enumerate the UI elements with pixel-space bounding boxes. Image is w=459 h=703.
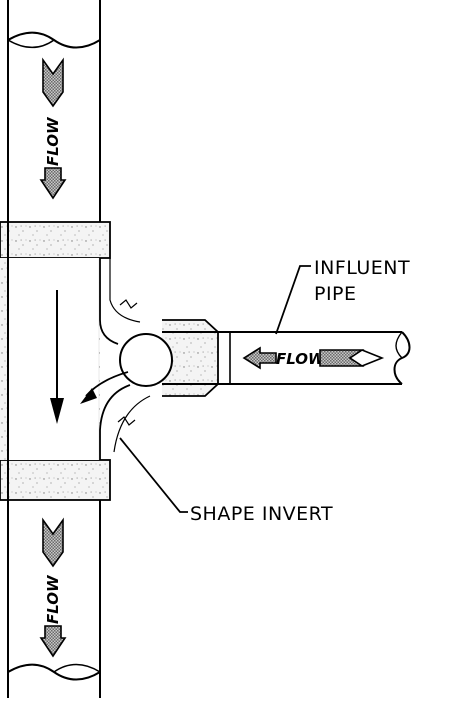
- flow-arrow-top: FLOW: [39, 57, 67, 200]
- influent-label-line2: PIPE: [314, 283, 357, 305]
- influent-collar: [162, 319, 219, 397]
- flow-arrow-influent: FLOW: [242, 346, 385, 370]
- down-arrowhead: [50, 398, 64, 424]
- influent-label-line1: INFLUENT: [314, 257, 410, 279]
- pipe-collar-top: [0, 221, 111, 259]
- pipe-collar-bottom: [0, 459, 111, 501]
- invert-bench-upper: [99, 258, 119, 345]
- curve-arrowhead: [80, 388, 97, 404]
- callout-influent-pipe: INFLUENT PIPE: [275, 257, 410, 335]
- flow-label-influent: FLOW: [276, 350, 326, 368]
- influent-pipe: [119, 319, 411, 397]
- internal-flow-arrows: [50, 290, 129, 424]
- flow-label-bottom: FLOW: [44, 574, 62, 624]
- callout-shape-invert: SHAPE INVERT: [119, 437, 333, 525]
- invert-bench-lower: [99, 384, 131, 460]
- flow-label-top: FLOW: [44, 116, 62, 166]
- main-pipe: [0, 0, 151, 698]
- flow-arrow-bottom: FLOW: [39, 517, 67, 658]
- shape-invert-label: SHAPE INVERT: [190, 503, 333, 525]
